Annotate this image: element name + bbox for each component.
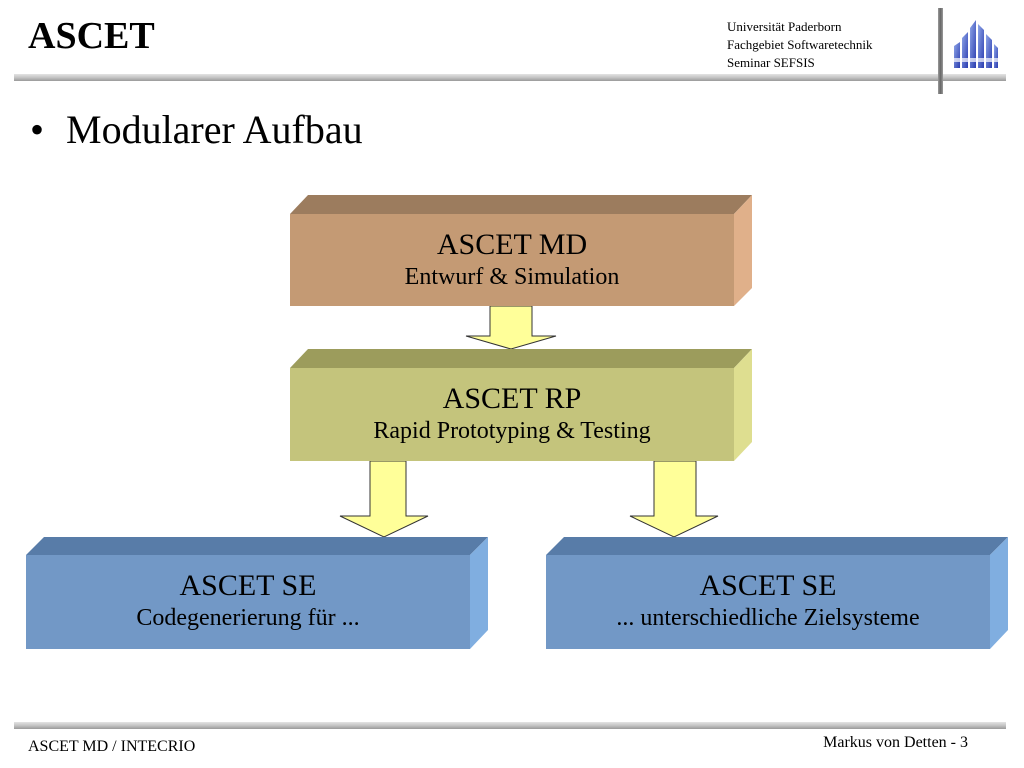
institution-line-department: Fachgebiet Softwaretechnik [727, 37, 873, 52]
arrow-md-to-rp [465, 305, 557, 350]
bullet-dot: • [30, 107, 45, 152]
footer-course: ASCET MD / INTECRIO [28, 738, 196, 755]
institution-info: Universität Paderborn Fachgebiet Softwar… [727, 18, 872, 72]
box-ascet-md-subtitle: Entwurf & Simulation [404, 264, 620, 290]
box-ascet-se-targets-title: ASCET SE [699, 569, 837, 602]
box-ascet-se-targets-label: ASCET SE ... unterschiedliche Zielsystem… [546, 569, 990, 633]
box-ascet-rp-subtitle: Rapid Prototyping & Testing [373, 418, 651, 444]
footer-rule [14, 722, 1006, 729]
footer-author-page: Markus von Detten - 3 [823, 734, 968, 751]
box-ascet-se-codegen [26, 537, 488, 649]
box-ascet-se-targets [546, 537, 1008, 649]
university-logo-icon [954, 20, 998, 68]
arrow-rp-to-se1 [339, 460, 429, 538]
header-divider [938, 8, 943, 94]
box-ascet-se-codegen-subtitle: Codegenerierung für ... [136, 605, 360, 631]
institution-line-university: Universität Paderborn [727, 19, 842, 34]
box-ascet-rp-title: ASCET RP [442, 382, 582, 415]
box-ascet-se-codegen-label: ASCET SE Codegenerierung für ... [26, 569, 470, 633]
bullet-text: Modularer Aufbau [66, 107, 363, 152]
arrow-rp-to-se2 [629, 460, 719, 538]
box-ascet-rp-label: ASCET RP Rapid Prototyping & Testing [290, 382, 734, 446]
box-ascet-rp [290, 349, 752, 461]
slide-title: ASCET [28, 15, 155, 57]
box-ascet-md-label: ASCET MD Entwurf & Simulation [290, 228, 734, 292]
header-rule [14, 74, 1006, 81]
box-ascet-md [290, 195, 752, 306]
box-ascet-se-targets-subtitle: ... unterschiedliche Zielsysteme [616, 605, 920, 631]
institution-line-seminar: Seminar SEFSIS [727, 55, 815, 70]
box-ascet-md-title: ASCET MD [436, 228, 588, 261]
bullet-item: • Modularer Aufbau [30, 106, 363, 153]
box-ascet-se-codegen-title: ASCET SE [179, 569, 317, 602]
